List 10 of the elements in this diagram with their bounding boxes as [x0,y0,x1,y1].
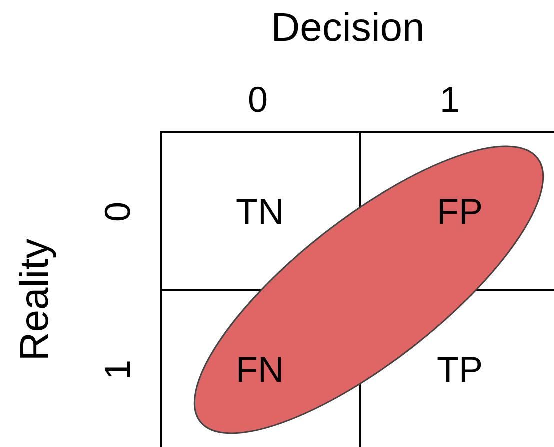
cell-text: FN [236,352,284,388]
row-header: 0 [100,202,136,222]
cell-text: TP [437,352,483,388]
cell-text: FP [437,194,483,230]
column-header: 1 [440,82,460,118]
row-header: 1 [100,360,136,380]
axis-title: Reality [15,238,55,362]
column-header: 0 [248,82,268,118]
axis-title: Decision [271,8,425,48]
cell-text: TN [236,194,284,230]
